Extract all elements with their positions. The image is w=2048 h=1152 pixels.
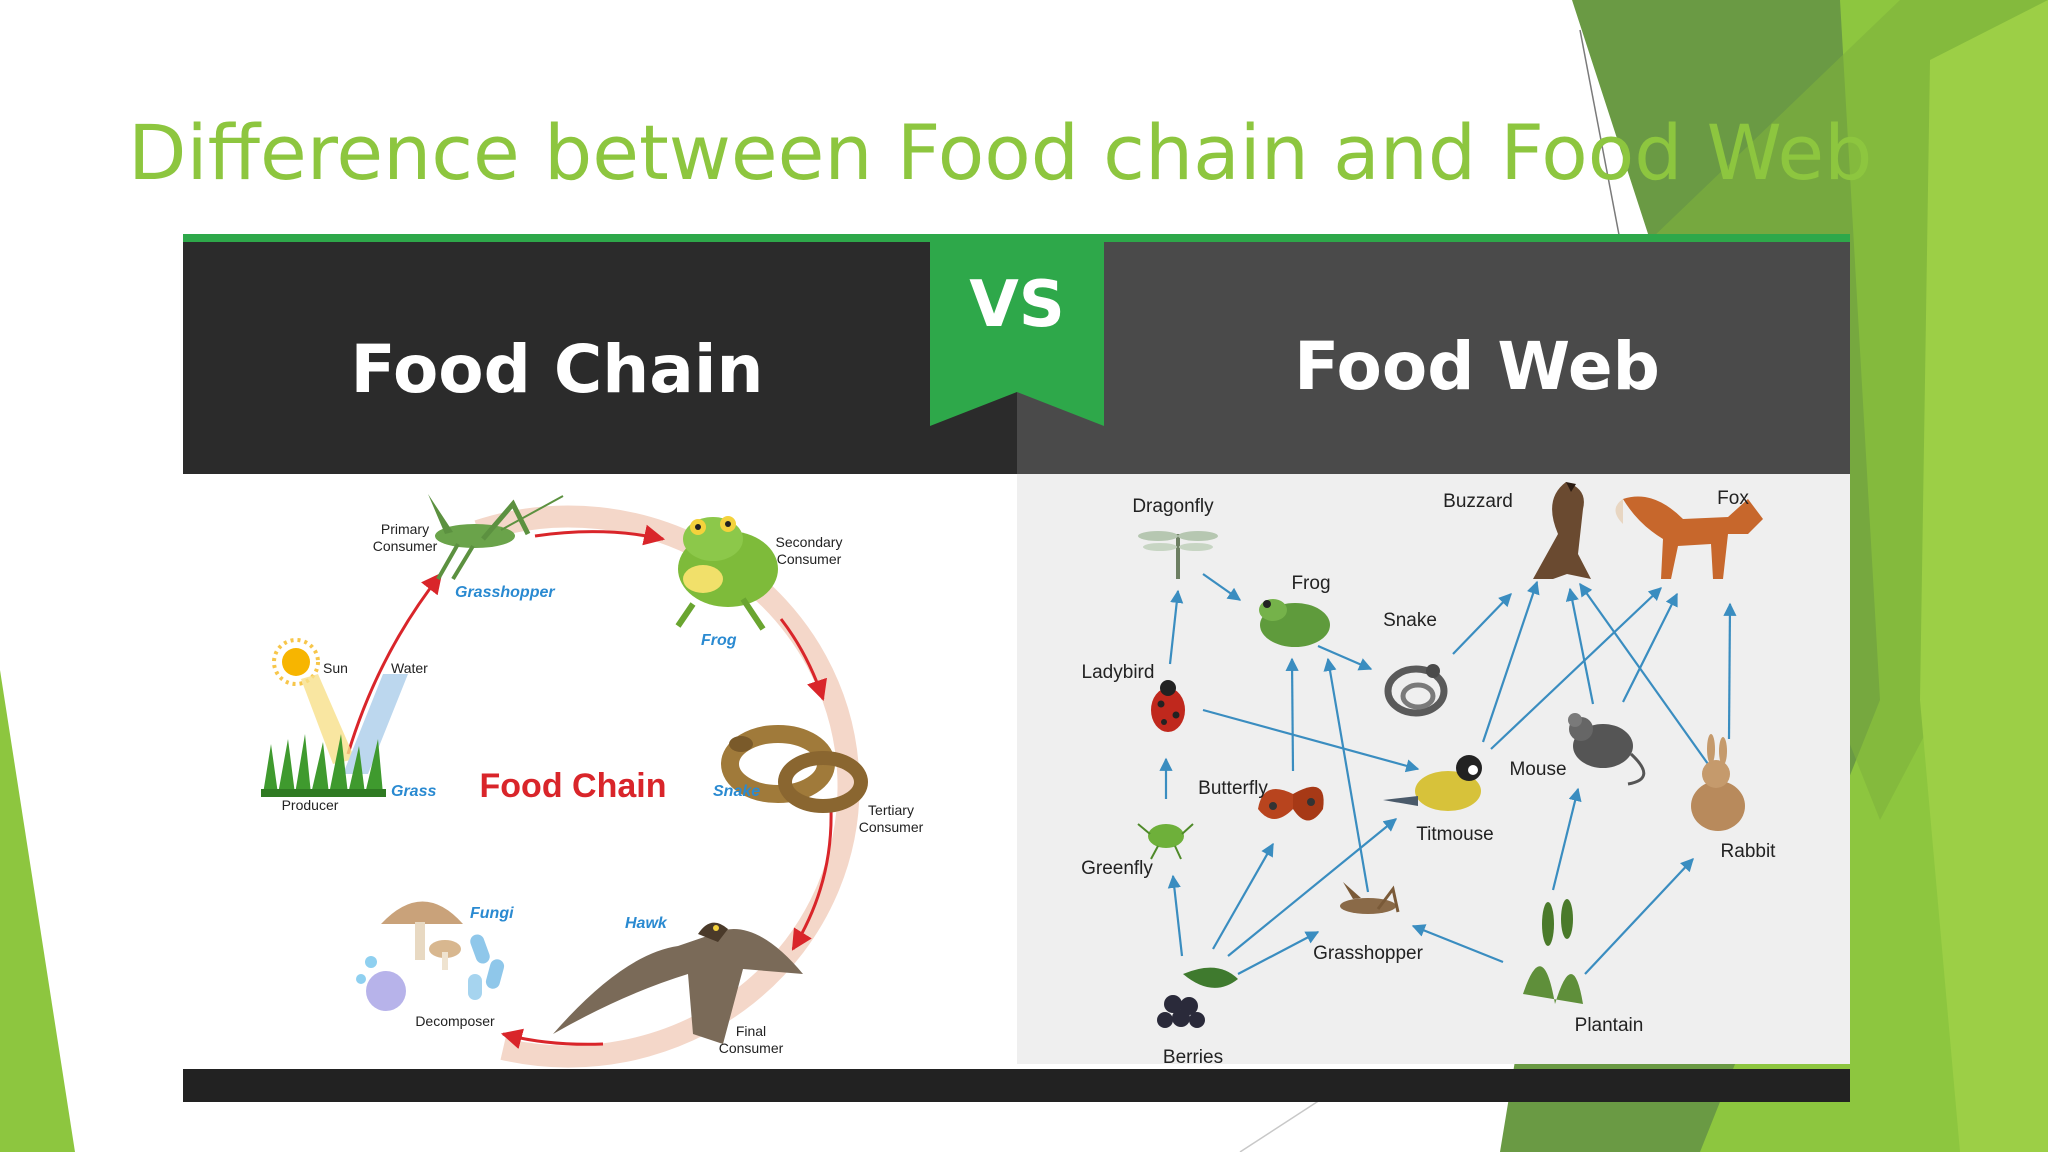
label-secondary-consumer-2: Consumer [777, 551, 842, 567]
label-producer: Producer [282, 797, 339, 813]
chain-arrow-frog-to-snake [779, 618, 827, 701]
web-label-rabbit: Rabbit [1721, 841, 1777, 862]
frog-web-icon [1259, 599, 1330, 647]
arrow-titmouse-to-buzzard [1481, 580, 1540, 743]
arrow-rabbit-to-fox [1723, 602, 1737, 740]
label-final-consumer-1: Final [736, 1023, 766, 1039]
label-tertiary-consumer-2: Consumer [859, 819, 924, 835]
arrow-frog-to-snake [1317, 644, 1373, 671]
label-tertiary-consumer-1: Tertiary [868, 802, 914, 818]
ladybird-icon [1151, 680, 1185, 732]
label-primary-consumer-1: Primary [381, 521, 429, 537]
web-label-snake: Snake [1383, 610, 1437, 631]
food-chain-vs-food-web-infographic: VS Food Chain Food Web [183, 234, 1850, 1102]
chain-arrow-grasshopper-to-frog [534, 524, 666, 546]
food-chain-diagram: Primary Consumer Grasshopper Secondary C… [261, 494, 924, 1068]
grasshopper-icon [428, 494, 564, 581]
label-final-consumer-2: Consumer [719, 1040, 784, 1056]
sun-icon [272, 638, 320, 686]
arrow-titmouse-to-fox [1490, 587, 1662, 750]
arrow-mouse-to-fox [1622, 592, 1678, 703]
chain-ring [474, 505, 860, 1068]
vs-badge [930, 242, 1104, 426]
web-label-buzzard: Buzzard [1443, 491, 1513, 512]
arrow-berries-to-butterfly [1212, 842, 1274, 950]
label-grass: Grass [391, 783, 436, 800]
label-primary-consumer-2: Consumer [373, 538, 438, 554]
green-panel-right-edge [1920, 0, 2048, 1152]
arrow-plantain-to-grasshopper [1411, 924, 1504, 964]
mouse-icon [1568, 713, 1646, 786]
buzzard-icon [1533, 482, 1591, 579]
frog-icon [675, 516, 778, 631]
fox-icon [1615, 496, 1763, 579]
web-label-greenfly: Greenfly [1081, 858, 1153, 879]
arrow-plantain-to-rabbit [1584, 858, 1694, 975]
arrow-dragonfly-to-frog [1202, 573, 1242, 601]
arrow-mouse-to-buzzard [1565, 587, 1595, 705]
label-snake: Snake [713, 783, 760, 800]
web-label-fox: Fox [1717, 488, 1749, 509]
dragonfly-icon [1138, 531, 1218, 579]
greenfly-icon [1137, 823, 1194, 860]
web-label-frog: Frog [1291, 573, 1330, 594]
hawk-icon [553, 922, 803, 1044]
top-green-strip [183, 234, 1850, 242]
label-sun: Sun [323, 660, 348, 676]
berries-icon [1157, 967, 1238, 1028]
grass-icon [261, 734, 386, 797]
web-label-titmouse: Titmouse [1416, 824, 1493, 845]
slide-title: Difference between Food chain and Food W… [128, 108, 1873, 197]
header-right-bg [1017, 242, 1850, 474]
arrow-butterfly-to-frog [1285, 657, 1299, 772]
food-web-arrows [1159, 573, 1737, 975]
vs-text: VS [969, 268, 1065, 342]
decomposer-icon [356, 901, 505, 1011]
web-label-dragonfly: Dragonfly [1132, 496, 1214, 517]
arrow-grasshopper-to-frog [1323, 657, 1370, 893]
label-hawk: Hawk [625, 915, 668, 932]
arrow-berries-to-grasshopper [1237, 931, 1320, 975]
arrow-berries-to-titmouse [1227, 818, 1398, 957]
web-label-ladybird: Ladybird [1082, 662, 1155, 683]
green-left-edge [0, 670, 75, 1152]
plantain-icon [1523, 899, 1583, 1004]
chain-arrow-hawk-to-decomposer [500, 1028, 604, 1050]
titmouse-icon [1383, 755, 1482, 811]
label-fungi: Fungi [470, 905, 514, 922]
web-label-butterfly: Butterfly [1198, 778, 1268, 799]
snake-icon [721, 725, 868, 813]
chain-arrow-grass-to-grasshopper [346, 572, 443, 755]
bottom-dark-strip [183, 1069, 1850, 1102]
web-label-grasshopper: Grasshopper [1313, 943, 1424, 964]
label-secondary-consumer-1: Secondary [776, 534, 843, 550]
web-label-berries: Berries [1163, 1047, 1223, 1068]
thin-line-bottom [1239, 1099, 1321, 1152]
thin-line-top [1579, 29, 1621, 241]
food-web-diagram: Dragonfly Frog Buzzard Fox Snake Ladybir… [1081, 482, 1776, 1068]
label-water: Water [391, 660, 428, 676]
arrow-ladybird-to-dragonfly [1168, 589, 1184, 665]
label-grasshopper: Grasshopper [455, 584, 555, 601]
arrow-plantain-to-mouse [1551, 787, 1582, 891]
butterfly-icon [1258, 786, 1324, 821]
arrow-berries-to-greenfly [1167, 874, 1184, 957]
label-frog: Frog [701, 632, 737, 649]
arrow-rabbit-to-buzzard [1579, 582, 1709, 765]
arrow-ladybird-to-titmouse [1202, 708, 1420, 773]
snake-web-icon [1384, 664, 1448, 717]
header-food-chain: Food Chain [351, 331, 764, 408]
header-left-bg [183, 242, 1017, 474]
web-label-mouse: Mouse [1509, 759, 1566, 780]
chain-arrow-snake-to-hawk [791, 808, 833, 951]
web-label-plantain: Plantain [1575, 1015, 1644, 1036]
header-food-web: Food Web [1294, 328, 1660, 405]
rabbit-icon [1691, 734, 1745, 831]
grasshopper-web-icon [1340, 882, 1400, 914]
food-chain-center-label: Food Chain [480, 767, 667, 805]
arrow-snake-to-buzzard [1452, 593, 1512, 655]
label-decomposer: Decomposer [415, 1013, 495, 1029]
